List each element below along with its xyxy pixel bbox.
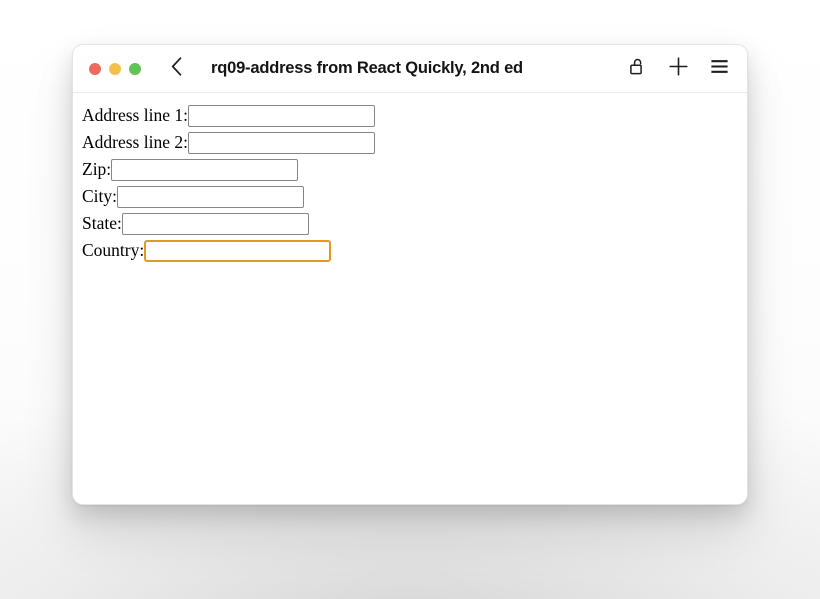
traffic-lights	[89, 62, 141, 75]
address-line-1-input[interactable]	[187, 104, 375, 127]
form-row: Address line 2:	[73, 129, 747, 156]
menu-icon	[710, 59, 729, 79]
form-row: State:	[73, 210, 747, 237]
back-button[interactable]	[167, 56, 185, 81]
state-label: State:	[82, 212, 122, 233]
close-button[interactable]	[89, 62, 101, 75]
address-line-2-input[interactable]	[187, 131, 375, 154]
page-content: Address line 1: Address line 2: Zip: Cit…	[73, 93, 747, 504]
unlock-icon	[629, 57, 645, 81]
unlock-button[interactable]	[626, 57, 648, 81]
form-row: Zip:	[73, 156, 747, 183]
address-line-1-label: Address line 1:	[82, 104, 188, 125]
state-input[interactable]	[121, 212, 309, 235]
new-tab-button[interactable]	[667, 56, 689, 81]
city-label: City:	[82, 185, 118, 206]
country-input[interactable]	[144, 239, 332, 262]
plus-icon	[668, 56, 688, 81]
window-titlebar: rq09-address from React Quickly, 2nd ed	[73, 45, 747, 93]
address-line-2-label: Address line 2:	[82, 131, 188, 152]
zoom-button[interactable]	[129, 62, 141, 75]
page-title: rq09-address from React Quickly, 2nd ed	[211, 59, 523, 77]
titlebar-actions	[626, 56, 730, 81]
form-row: Country:	[73, 237, 747, 264]
chevron-left-icon	[171, 56, 182, 81]
menu-button[interactable]	[708, 57, 730, 81]
country-label: Country:	[82, 239, 145, 260]
app-window: rq09-address from React Quickly, 2nd ed	[72, 44, 748, 505]
zip-input[interactable]	[111, 158, 299, 181]
form-row: Address line 1:	[73, 102, 747, 129]
form-row: City:	[73, 183, 747, 210]
minimize-button[interactable]	[109, 62, 121, 75]
zip-label: Zip:	[82, 158, 112, 179]
city-input[interactable]	[117, 185, 305, 208]
